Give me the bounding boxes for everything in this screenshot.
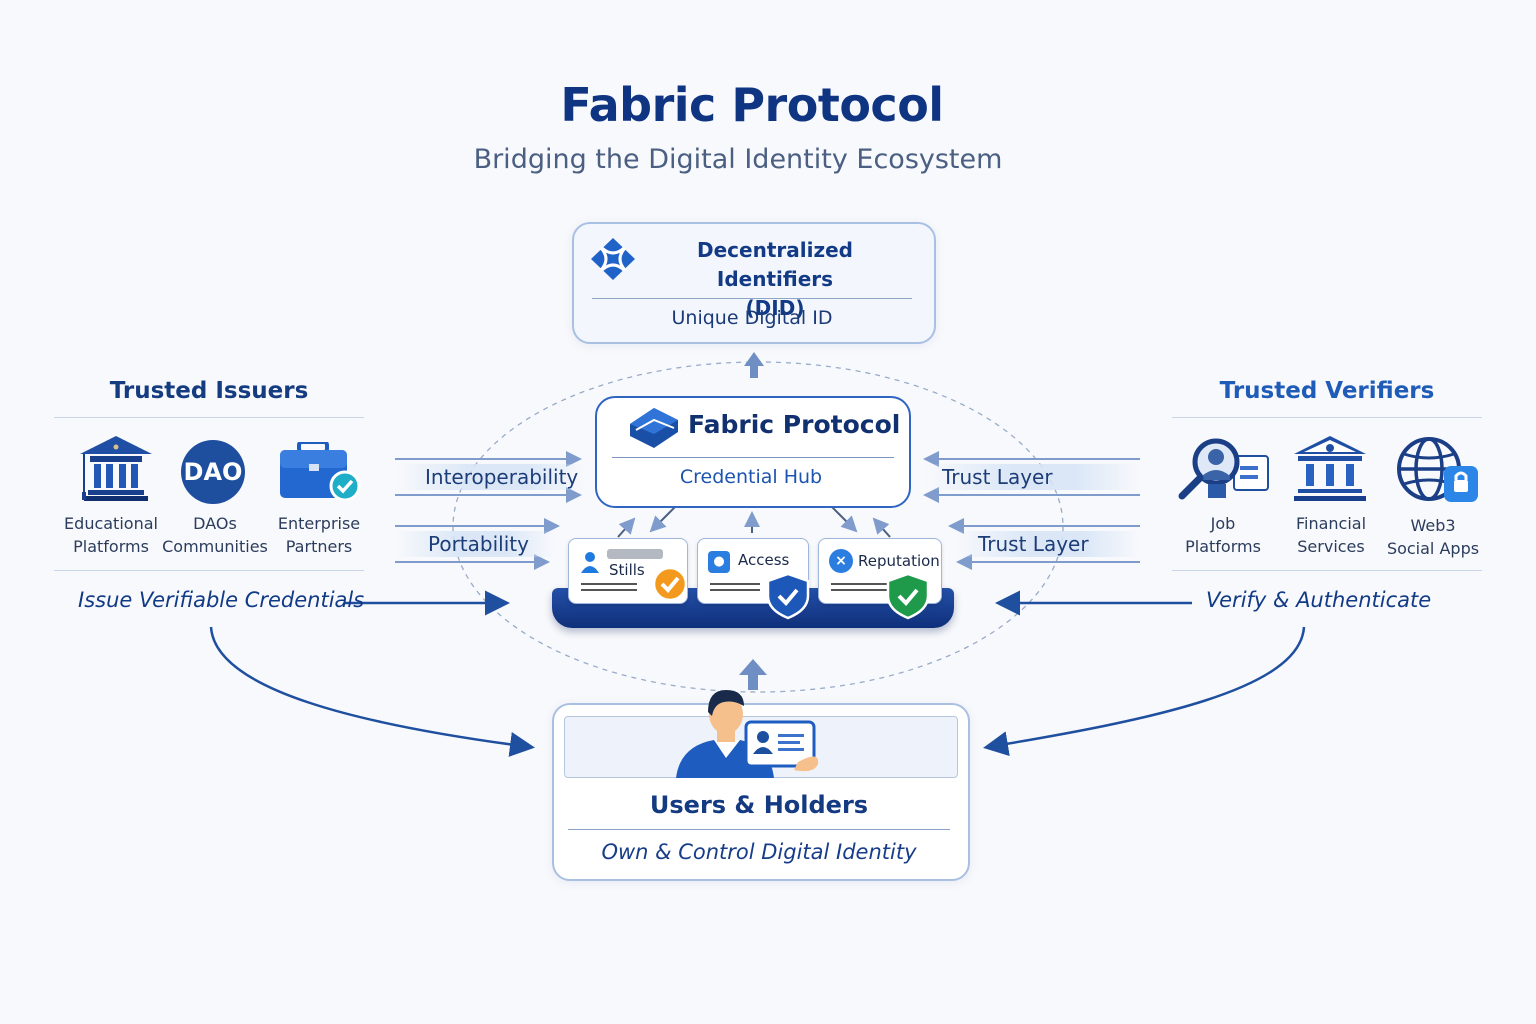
did-card	[572, 222, 936, 344]
flow-portability: Portability	[428, 532, 529, 556]
university-icon	[80, 436, 152, 501]
verifier-label-line1: Financial	[1295, 514, 1367, 533]
did-subtitle: Unique Digital ID	[671, 307, 833, 329]
line	[831, 583, 887, 585]
issuer-educational: Educational Platforms	[56, 512, 166, 558]
hub-subtitle: Credential Hub	[679, 466, 823, 488]
line	[581, 589, 637, 591]
up-arrow-did	[744, 352, 764, 378]
issue-credentials-label: Issue Verifiable Credentials	[78, 588, 365, 612]
up-arrow-users	[739, 659, 767, 690]
users-subtitle: Own & Control Digital Identity	[601, 840, 917, 864]
verifier-label-line2: Platforms	[1185, 537, 1261, 556]
verifier-label-line1: Job	[1210, 514, 1236, 533]
users-title: Users & Holders	[649, 791, 869, 819]
verifier-label-line2: Social Apps	[1386, 539, 1480, 558]
hub-card-arrows	[617, 506, 891, 538]
verifiers-bottom-divider	[1172, 570, 1482, 571]
issuer-label-line2: Communities	[162, 537, 268, 556]
flow-trust-layer-2: Trust Layer	[978, 532, 1089, 556]
verifiers-title: Trusted Verifiers	[1219, 378, 1435, 404]
issuer-label-line1: Educational	[64, 514, 158, 533]
verifier-financial: Financial Services	[1276, 512, 1386, 558]
verifiers-top-divider	[1172, 417, 1482, 418]
credential-label: Access	[738, 551, 790, 569]
verifier-to-user-curve	[983, 626, 1306, 757]
users-divider	[568, 829, 950, 830]
issuer-label-line2: Platforms	[73, 537, 149, 556]
person-icon	[581, 552, 599, 573]
did-divider	[592, 298, 912, 299]
reputation-icon: ×	[829, 549, 853, 573]
shield-check-icon	[766, 572, 810, 620]
redacted-bar	[607, 549, 663, 559]
left-flow-arrows	[395, 451, 582, 570]
issuers-bottom-divider	[54, 570, 364, 571]
right-flow-arrows	[923, 451, 1140, 570]
band-trust-layer-2	[955, 531, 1140, 557]
did-title: Decentralized Identifiers (DID)	[640, 236, 910, 323]
credential-label: Reputation	[858, 552, 940, 570]
issuer-label-line1: Enterprise	[277, 514, 361, 533]
did-title-line2: (DID)	[745, 296, 805, 320]
band-trust-layer-1	[925, 464, 1140, 490]
verifier-web3: Web3 Social Apps	[1378, 514, 1488, 560]
issuer-daos: DAOs Communities	[160, 512, 270, 558]
issuers-top-divider	[54, 417, 364, 418]
verifier-label-line2: Services	[1297, 537, 1365, 556]
band-interoperability	[395, 464, 585, 490]
line	[710, 583, 760, 585]
credential-label: Stills	[609, 561, 645, 579]
issuer-to-user-curve	[209, 626, 535, 757]
line	[710, 589, 760, 591]
job-search-icon	[1178, 438, 1269, 500]
access-icon: ●	[708, 551, 730, 573]
page-title: Fabric Protocol	[560, 78, 944, 132]
globe-lock-icon	[1397, 437, 1478, 502]
flow-interoperability: Interoperability	[425, 465, 579, 489]
issuer-enterprise: Enterprise Partners	[264, 512, 374, 558]
hub-title: Fabric Protocol	[688, 410, 901, 439]
line	[581, 583, 637, 585]
issuer-label-line1: DAOs	[193, 514, 237, 533]
shield-check-green-icon	[886, 572, 930, 620]
line	[831, 589, 887, 591]
dao-icon: DAO	[181, 440, 245, 504]
check-circle-icon	[652, 566, 688, 602]
did-network-icon	[591, 238, 635, 280]
did-title-line1: Decentralized Identifiers	[697, 238, 853, 291]
page-subtitle: Bridging the Digital Identity Ecosystem	[473, 144, 1003, 175]
issuers-title: Trusted Issuers	[109, 378, 309, 404]
bank-icon	[1294, 436, 1366, 501]
verify-authenticate-label: Verify & Authenticate	[1206, 588, 1432, 612]
briefcase-check-icon	[280, 442, 361, 502]
issuer-label-line2: Partners	[285, 537, 353, 556]
verifier-label-line1: Web3	[1410, 516, 1456, 535]
band-portability	[395, 531, 555, 557]
fabric-cube-icon	[630, 408, 678, 448]
hub-divider	[612, 457, 894, 458]
verifier-job: Job Platforms	[1168, 512, 1278, 558]
user-holding-id-icon	[676, 690, 819, 778]
flow-trust-layer-1: Trust Layer	[942, 465, 1053, 489]
